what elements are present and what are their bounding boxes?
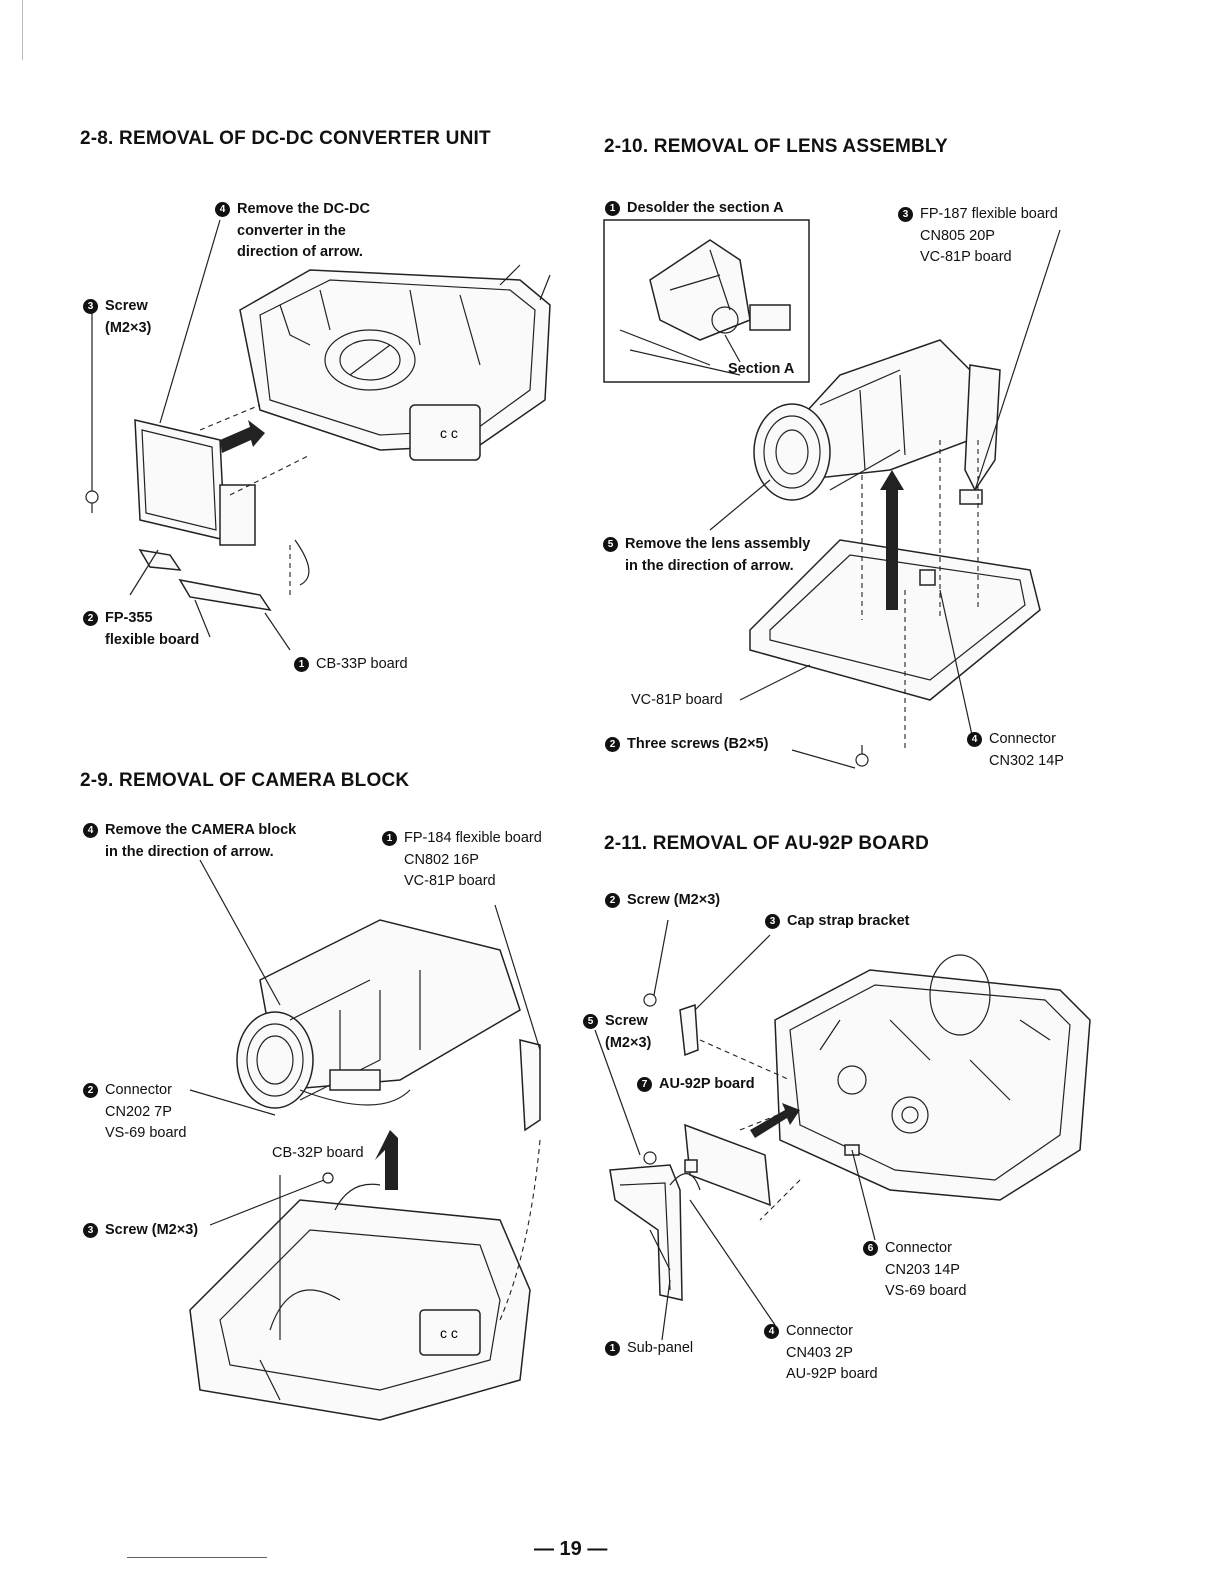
step-number-badge: 4 — [83, 823, 98, 838]
step-number-badge: 1 — [382, 831, 397, 846]
lens-assembly-illustration — [603, 219, 1061, 769]
svg-text:c c: c c — [440, 425, 458, 441]
step-number-badge: 5 — [583, 1014, 598, 1029]
step-number-badge: 6 — [863, 1241, 878, 1256]
step-number-badge: 4 — [764, 1324, 779, 1339]
margin-rule — [22, 0, 23, 60]
au-92p-board-illustration — [594, 919, 1091, 1341]
camera-block-illustration: c c — [189, 859, 541, 1421]
step-number-badge: 1 — [605, 201, 620, 216]
step-number-badge: 1 — [294, 657, 309, 672]
step-number-badge: 3 — [898, 207, 913, 222]
step-number-badge: 3 — [83, 1223, 98, 1238]
step-number-badge: 5 — [603, 537, 618, 552]
step-number-badge: 2 — [83, 611, 98, 626]
step-number-badge: 2 — [83, 1083, 98, 1098]
step-number-badge: 2 — [605, 893, 620, 908]
dc-dc-converter-illustration: c c — [85, 219, 551, 651]
section-2-11-title: 2-11. REMOVAL OF AU-92P BOARD — [604, 833, 929, 854]
section-2-9-title: 2-9. REMOVAL OF CAMERA BLOCK — [80, 770, 410, 791]
page-number: — 19 — — [534, 1538, 608, 1560]
step-number-badge: 1 — [605, 1341, 620, 1356]
footer-link-rule — [127, 1557, 267, 1558]
section-2-8-title: 2-8. REMOVAL OF DC-DC CONVERTER UNIT — [80, 128, 491, 149]
step-number-badge: 3 — [765, 914, 780, 929]
step-number-badge: 2 — [605, 737, 620, 752]
step-number-badge: 3 — [83, 299, 98, 314]
s29-cb32p-label: CB-32P board — [272, 1145, 364, 1161]
step-number-badge: 4 — [215, 202, 230, 217]
s210-vc81p-label: VC-81P board — [631, 692, 723, 708]
section-2-10-title: 2-10. REMOVAL OF LENS ASSEMBLY — [604, 136, 948, 157]
svg-text:c c: c c — [440, 1325, 458, 1341]
step-number-badge: 4 — [967, 732, 982, 747]
step-number-badge: 7 — [637, 1077, 652, 1092]
s210-section-a-label: Section A — [728, 361, 795, 377]
